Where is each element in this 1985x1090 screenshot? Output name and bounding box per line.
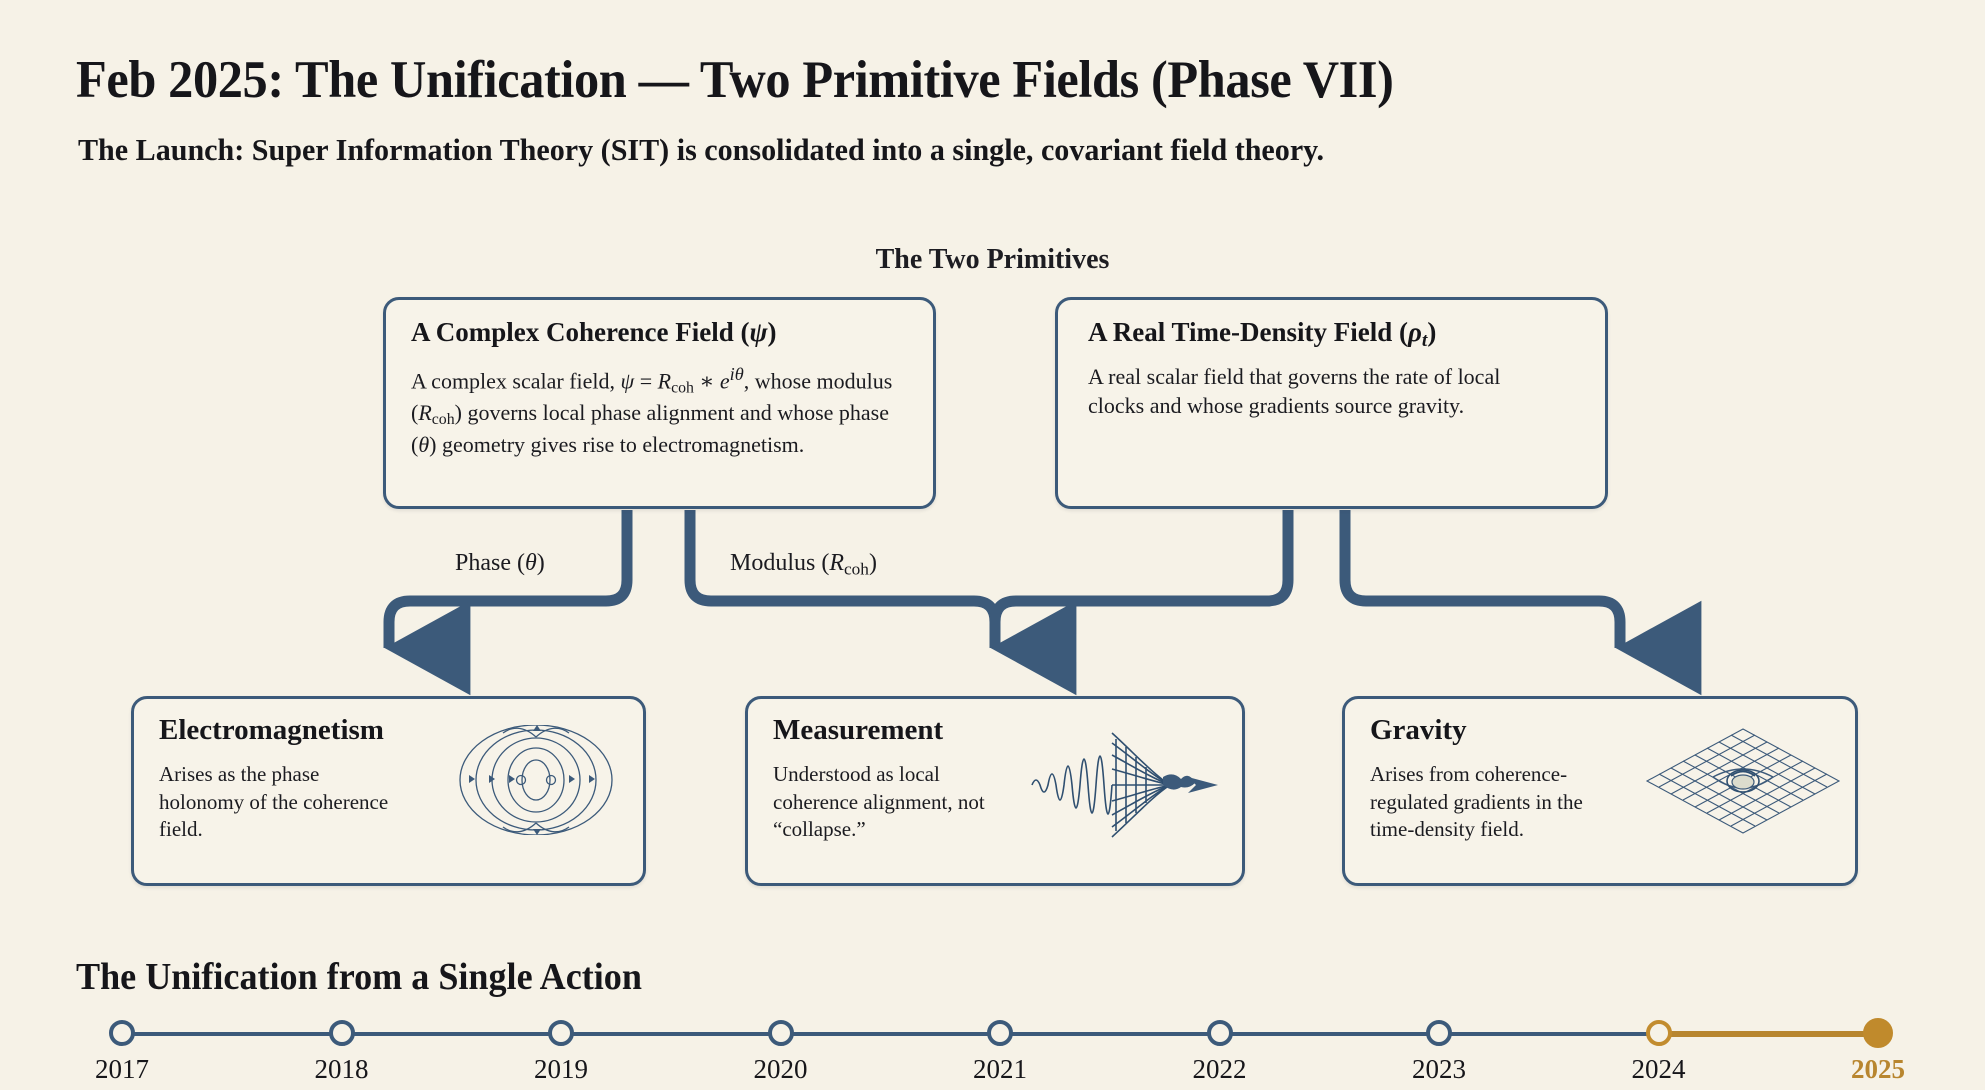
title-close: ) (1427, 317, 1437, 347)
theta-symbol: θ (418, 432, 430, 458)
primitive-card-coherence-field[interactable]: A Complex Coherence Field (ψ) A complex … (383, 297, 936, 509)
body-tail: , whose modulus ( (411, 368, 893, 426)
outcome-card-gravity-title: Gravity (1370, 714, 1467, 746)
psi-symbol: ψ (749, 317, 768, 347)
timeline-node-2020[interactable] (767, 1020, 794, 1046)
rho-symbol: ρ (1407, 317, 1422, 347)
timeline-node-2022[interactable] (1206, 1020, 1233, 1046)
timeline-label-2024: 2024 (1631, 1054, 1686, 1084)
connector-label-phase: Phase (θ) (455, 550, 545, 577)
outcome-card-electromagnetism-body: Arises as the phase holonomy of the cohe… (159, 762, 389, 842)
primitive-card-coherence-field-title: A Complex Coherence Field (ψ) (411, 317, 777, 348)
asterisk-operator: ∗ (693, 368, 720, 394)
equals-sign: = (634, 368, 658, 394)
e-symbol: e (719, 368, 730, 394)
body-lead: A complex scalar field, (411, 368, 621, 394)
connector-label-modulus-prefix: Modulus ( (730, 550, 830, 576)
outcome-card-measurement-body: Understood as local coherence alignment,… (773, 762, 985, 842)
connector-label-modulus: Modulus (Rcoh) (730, 550, 877, 579)
outcome-card-electromagnetism-title: Electromagnetism (159, 714, 384, 746)
outcome-card-measurement-title: Measurement (773, 714, 944, 746)
magnetic-dipole-field-lines-icon (441, 724, 631, 840)
body-tail-3: ) geometry gives rise to electromagnetis… (429, 432, 805, 458)
title-close: ) (767, 317, 777, 347)
primitives-heading: The Two Primitives (875, 244, 1110, 275)
connector-label-phase-suffix: ) (536, 550, 545, 576)
page-title: Feb 2025: The Unification — Two Primitiv… (76, 51, 1394, 109)
r-subscript: coh (844, 559, 869, 579)
primitive-card-time-density-field[interactable]: A Real Time-Density Field (ρt) A real sc… (1055, 297, 1608, 509)
timeline-label-2018: 2018 (314, 1054, 369, 1084)
curved-spacetime-grid-icon (1643, 725, 1843, 842)
connector-label-phase-prefix: Phase ( (455, 550, 525, 576)
primitive-card-time-density-field-body: A real scalar field that governs the rat… (1088, 364, 1501, 419)
timeline-label-2023: 2023 (1412, 1054, 1466, 1084)
timeline-label-2019: 2019 (534, 1054, 588, 1084)
r-symbol: R (829, 550, 845, 576)
timeline-node-2023[interactable] (1426, 1020, 1452, 1046)
timeline-label-2022: 2022 (1192, 1054, 1247, 1084)
timeline-node-2018[interactable] (328, 1020, 355, 1046)
body-tail-2: ) governs local phase alignment and whos… (411, 400, 890, 458)
r-subscript: coh (431, 411, 455, 429)
outcome-card-gravity-body: Arises from coherence-regulated gradient… (1370, 762, 1583, 842)
timeline-track (122, 1032, 1659, 1036)
title-text: A Real Time-Density Field ( (1088, 317, 1408, 347)
exponent-i-theta: iθ (729, 364, 744, 384)
timeline-label-2025: 2025 (1851, 1054, 1905, 1084)
rho-subscript-t: t (1421, 329, 1428, 351)
outcome-card-gravity[interactable]: Gravity Arises from coherence-regulated … (1342, 696, 1858, 886)
timeline-label-2020: 2020 (753, 1054, 808, 1084)
timeline-node-2019[interactable] (548, 1020, 574, 1046)
timeline-heading: The Unification from a Single Action (76, 956, 642, 998)
r-subscript: coh (671, 379, 694, 397)
outcome-card-electromagnetism[interactable]: Electromagnetism Arises as the phase hol… (131, 696, 646, 886)
timeline-label-2017: 2017 (95, 1054, 149, 1084)
theta-symbol: θ (524, 550, 537, 576)
page-subtitle: The Launch: Super Information Theory (SI… (78, 132, 1325, 167)
timeline[interactable]: 2017 2018 2019 2020 2021 2022 2023 2024 2025 (0, 1018, 1985, 1090)
outcome-card-measurement[interactable]: Measurement Understood as local coherenc… (745, 696, 1245, 886)
wavepacket-collapse-arrow-icon (1030, 725, 1230, 850)
primitive-card-coherence-field-body: A complex scalar field, ψ = Rcoh ∗ eiθ, … (411, 362, 919, 460)
title-text: A Complex Coherence Field ( (411, 317, 750, 347)
connector-label-modulus-suffix: ) (868, 550, 877, 576)
timeline-track-highlight (1658, 1031, 1878, 1037)
timeline-node-2017[interactable] (109, 1020, 135, 1046)
psi-symbol: ψ (620, 368, 635, 394)
timeline-label-2021: 2021 (973, 1054, 1027, 1084)
timeline-node-2024[interactable] (1645, 1020, 1672, 1046)
r-symbol: R (418, 400, 432, 426)
primitive-card-time-density-field-title: A Real Time-Density Field (ρt) (1088, 317, 1437, 351)
timeline-node-2021[interactable] (987, 1020, 1013, 1046)
r-symbol: R (657, 368, 672, 394)
timeline-node-2025[interactable] (1863, 1018, 1893, 1048)
